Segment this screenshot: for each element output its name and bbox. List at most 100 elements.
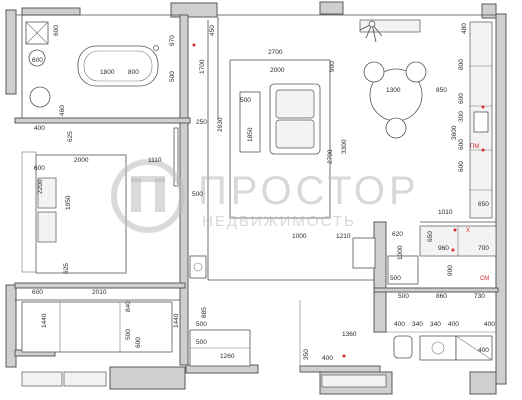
dim-label: 1950	[65, 195, 72, 210]
desk-chair	[352, 237, 376, 269]
outlet-2	[481, 148, 485, 152]
dim-label: 730	[474, 293, 485, 300]
dim-label: 620	[392, 231, 403, 238]
chair-1	[363, 61, 385, 83]
dim-label: 600	[458, 93, 465, 104]
dim-label: 1800	[100, 69, 115, 76]
washer	[387, 255, 419, 285]
pillow-2	[37, 211, 57, 243]
dim-label: 885	[201, 307, 208, 318]
dim-label: 300	[458, 111, 465, 122]
dim-label: 600	[135, 337, 142, 348]
dim-label: 1010	[438, 209, 453, 216]
wall-top-1	[21, 7, 81, 16]
dim-label: 600	[32, 57, 43, 64]
dim-label: 500	[169, 71, 176, 82]
wall-right	[495, 13, 507, 385]
interior-lines	[15, 14, 496, 372]
dim-label: 1440	[41, 313, 48, 328]
outlet-3	[453, 228, 457, 232]
wall-top-3	[319, 1, 344, 15]
hall-cabinet-knob	[193, 262, 203, 272]
dim-label: 480	[461, 23, 468, 34]
dim-label: 1210	[336, 233, 351, 240]
marker-pm: ПМ	[470, 144, 479, 150]
coffee-table	[239, 91, 261, 153]
wall-top-right	[481, 3, 497, 19]
headboard	[21, 151, 37, 273]
dim-label: 1850	[247, 127, 254, 142]
dim-label: 900	[447, 265, 454, 276]
dim-label: 400	[478, 347, 489, 354]
wall-bottom-right	[469, 371, 497, 395]
wall-left-lower	[5, 284, 17, 368]
toilet	[393, 335, 413, 359]
dim-label: 1110	[148, 157, 162, 164]
radiator-left-2	[63, 371, 107, 387]
watermark-subtitle: НЕДВИЖИМОСТЬ	[202, 213, 356, 230]
pillow-1	[37, 177, 57, 209]
shower-diagonal-2	[25, 21, 49, 45]
vanity-sink	[431, 341, 445, 355]
tap	[153, 45, 159, 51]
living-room	[229, 19, 427, 219]
dim-label: 500	[240, 97, 251, 104]
dim-label: 1000	[397, 245, 404, 260]
radiator-left	[21, 371, 63, 387]
dim-label: 860	[436, 293, 447, 300]
dim-label: 400	[484, 321, 495, 328]
hall	[189, 329, 251, 367]
bathtub	[77, 45, 159, 87]
shower-diagonal	[455, 335, 493, 361]
dim-label: 500	[390, 275, 401, 282]
dim-label: 340	[412, 321, 423, 328]
wall-bedroom-bottom	[14, 282, 186, 289]
dim-label: 600	[53, 25, 60, 36]
kitchen	[419, 21, 497, 257]
dim-label: 400	[34, 125, 45, 132]
dim-label: 500	[398, 293, 409, 300]
dim-label: 625	[67, 131, 74, 142]
cooktop	[473, 111, 489, 133]
wardrobe-body	[21, 301, 173, 353]
wall-bottom-block	[109, 366, 186, 390]
tv-panel	[173, 127, 179, 187]
dim-label: 1260	[220, 353, 235, 360]
dim-label: 500	[192, 191, 203, 198]
dim-label: 840	[125, 301, 132, 312]
dim-label: 700	[478, 245, 489, 252]
dim-label: 1300	[386, 87, 401, 94]
watermark-title: ПРОСТОР	[198, 169, 420, 213]
dim-label: 625	[63, 263, 70, 274]
dim-label: 500	[196, 321, 207, 328]
dimension-labels: 600 970 450 2700 480 800 850 600 600 180…	[32, 23, 495, 362]
dim-label: 1000	[292, 233, 307, 240]
dim-label: 3300	[341, 139, 348, 154]
wall-top-2	[170, 2, 218, 18]
dim-label: 2200	[37, 179, 44, 194]
outlet-4	[451, 248, 455, 252]
dim-label: 600	[458, 161, 465, 172]
dim-label: 800	[128, 69, 139, 76]
bathroom	[25, 21, 159, 108]
dim-label: 450	[209, 25, 216, 36]
dim-label: 3600	[451, 125, 458, 140]
bedroom	[21, 127, 207, 279]
electrical-markers: ПМ Х СМ	[192, 43, 489, 358]
dim-label: 1440	[173, 313, 180, 328]
dim-label: 2700	[268, 49, 283, 56]
chair-3	[385, 117, 407, 139]
dim-label: 350	[303, 349, 310, 360]
dim-label: 970	[169, 35, 176, 46]
plant-icon	[359, 20, 383, 43]
chair-2	[405, 61, 427, 83]
wall-bath2-left	[373, 221, 387, 333]
wall-bottom-center	[299, 365, 381, 373]
dim-label: 1360	[342, 331, 357, 338]
dim-label: 400	[394, 321, 405, 328]
dim-label: 600	[32, 289, 43, 296]
hall-cabinet	[189, 255, 207, 279]
marker-sm: СМ	[480, 276, 489, 282]
watermark-logo	[111, 159, 185, 233]
